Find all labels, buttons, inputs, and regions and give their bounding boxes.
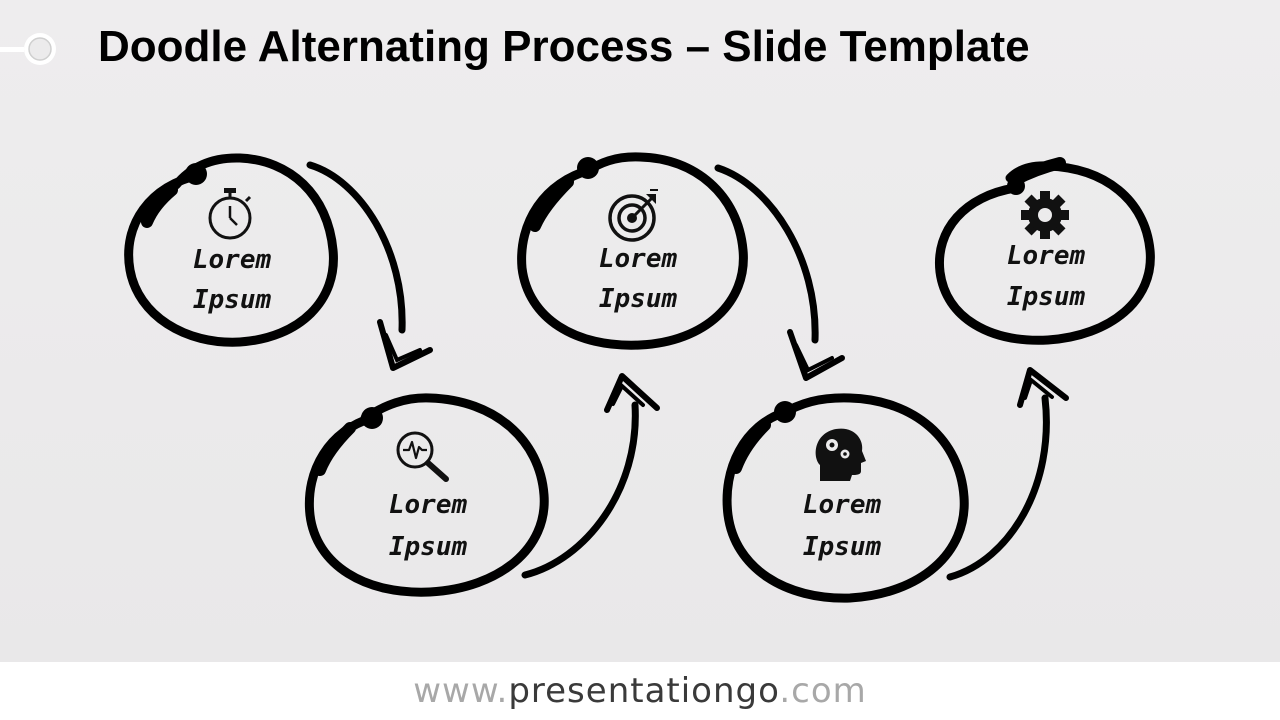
footer-url-domain: presentationgo [508, 671, 780, 711]
process-step-3: Lorem Ipsum [517, 152, 748, 350]
step-1-circle [124, 153, 338, 347]
step-2-circle-start-blob [361, 407, 383, 429]
footer-website-link[interactable]: www.presentationgo.com [0, 670, 1280, 712]
target-icon [608, 189, 658, 242]
stopwatch-icon [208, 188, 252, 240]
step-4-circle-start-blob [774, 401, 796, 423]
head-gears-icon [815, 428, 866, 481]
step-2-circle-stroke-2 [314, 422, 356, 476]
slide-title: Doodle Alternating Process – Slide Templ… [98, 22, 1030, 71]
gear-icon [1021, 191, 1069, 239]
step-3-label-line2: Ipsum [599, 284, 678, 314]
magnifier-pulse-icon [396, 431, 449, 482]
step-5-label-line2: Ipsum [1007, 282, 1086, 312]
step-5-label-line1: Lorem [1007, 241, 1086, 271]
step-1-circle-start-blob [185, 163, 207, 185]
step-1-label-line2: Ipsum [193, 285, 272, 315]
slide: Doodle Alternating Process – Slide Templ… [0, 0, 1280, 662]
process-diagram: Lorem Ipsum Lorem Ipsum [124, 152, 1155, 603]
step-2-label-line2: Ipsum [389, 532, 468, 562]
step-4-circle-stroke-2 [730, 419, 771, 474]
step-2-circle [304, 393, 549, 597]
logo-mark-icon [0, 33, 56, 65]
step-3-circle [517, 152, 748, 350]
footer-url-prefix: www. [413, 671, 509, 711]
arrow-3-to-4 [714, 164, 845, 381]
step-4-label-line1: Lorem [803, 490, 882, 520]
step-3-circle-stroke-2 [529, 176, 574, 232]
process-step-4: Lorem Ipsum [722, 393, 969, 603]
step-4-circle [722, 393, 969, 603]
step-1-label-line1: Lorem [193, 245, 272, 275]
step-1-circle-stroke-2 [141, 184, 178, 228]
arrow-2-to-3 [521, 373, 660, 579]
step-5-circle-start-blob [1007, 177, 1025, 195]
process-step-2: Lorem Ipsum [304, 393, 549, 597]
footer: www.presentationgo.com [0, 662, 1280, 720]
arrow-4-to-5 [946, 367, 1069, 581]
step-3-label-line1: Lorem [599, 244, 678, 274]
step-3-circle-start-blob [577, 157, 599, 179]
step-4-label-line2: Ipsum [803, 532, 882, 562]
footer-url-suffix: .com [779, 671, 867, 711]
process-step-1: Lorem Ipsum [124, 153, 338, 347]
step-2-label-line1: Lorem [389, 490, 468, 520]
process-step-5: Lorem Ipsum [934, 157, 1155, 345]
arrow-1-to-2 [306, 161, 433, 371]
